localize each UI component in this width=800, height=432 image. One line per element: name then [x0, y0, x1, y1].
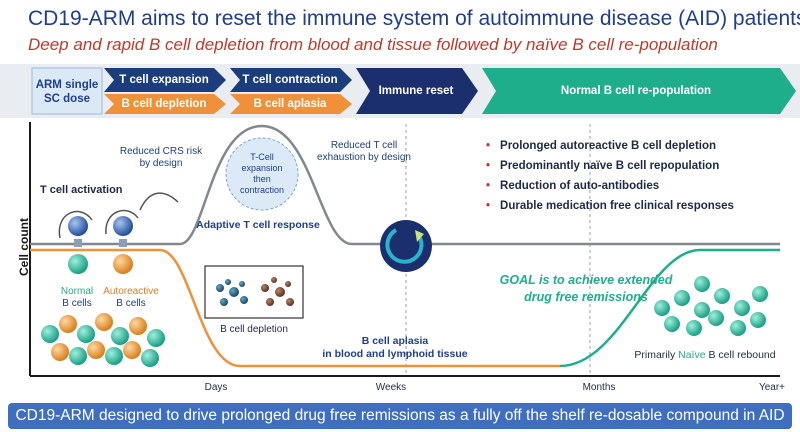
depleted-cells	[216, 277, 294, 306]
t-cell-1	[68, 216, 88, 236]
immune-reset-arrow	[356, 68, 478, 114]
receptor-1	[74, 239, 82, 247]
slide-title: CD19-ARM aims to reset the immune system…	[28, 7, 800, 30]
reset-arrowhead	[415, 230, 424, 242]
phase-arm-dose: ARM single SC dose	[35, 79, 99, 105]
phase-immune-reset: Immune reset	[378, 85, 454, 97]
phase-arrows	[31, 67, 796, 115]
bullet-item: •Reduction of auto-antibodies	[486, 180, 660, 192]
phase-t-contraction: T cell contraction	[242, 74, 338, 86]
t-activation-label: T cell activation	[40, 184, 123, 196]
time-label-days: Days	[204, 382, 228, 393]
b-cell-curve-rebound	[559, 248, 780, 368]
phase-b-aplasia: B cell aplasia	[253, 98, 327, 110]
benefits-list: •Prolonged autoreactive B cell depletion…	[486, 140, 734, 220]
y-axis-label: Cell count	[17, 218, 31, 277]
adaptive-response-label: Adaptive T cell response	[196, 219, 320, 231]
receptor-2	[119, 239, 127, 247]
repopulation-arrow	[482, 68, 796, 114]
reset-arc	[385, 228, 424, 264]
bullet-item: •Predominantly naïve B cell repopulation	[486, 160, 720, 172]
b-aplasia-arrow	[230, 94, 352, 114]
t-cell-curve	[30, 124, 780, 246]
footer-banner: CD19-ARM designed to drive prolonged dru…	[8, 403, 792, 429]
t-cell-2	[113, 216, 133, 236]
autoreactive-b-cell	[113, 254, 133, 274]
phase-t-expansion: T cell expansion	[119, 74, 209, 86]
b-depletion-arrow	[104, 94, 226, 114]
time-label-weeks: Weeks	[375, 382, 407, 393]
bullet-item: •Durable medication free clinical respon…	[486, 200, 734, 212]
t-contraction-arrow	[230, 68, 352, 92]
rebound-label: Primarily Naïve B cell rebound	[634, 349, 776, 361]
arm-dose-box	[31, 67, 103, 115]
normal-b-cell	[68, 254, 88, 274]
depletion-box	[204, 265, 304, 319]
phase-b-depletion: B cell depletion	[121, 98, 207, 110]
bullet-item: •Prolonged autoreactive B cell depletion	[486, 140, 717, 152]
phase-normal-repopulation: Normal B cell re-population	[560, 85, 712, 97]
t-cell-bubble	[225, 137, 299, 211]
activation-arrow-3	[139, 192, 179, 211]
time-label-year: Year+	[758, 382, 786, 393]
t-expansion-arrow	[104, 68, 226, 92]
depletion-label: B cell depletion	[220, 324, 288, 335]
activation-arrow-2	[105, 209, 139, 235]
time-label-months: Months	[582, 382, 616, 393]
b-cell-curve-depletion	[30, 248, 560, 368]
b-cell-cluster	[41, 313, 165, 367]
rebound-cluster	[654, 276, 768, 336]
timeline-diagram	[29, 122, 780, 377]
activation-arrow-1	[58, 210, 93, 239]
slide-subtitle: Deep and rapid B cell depletion from blo…	[28, 35, 718, 54]
